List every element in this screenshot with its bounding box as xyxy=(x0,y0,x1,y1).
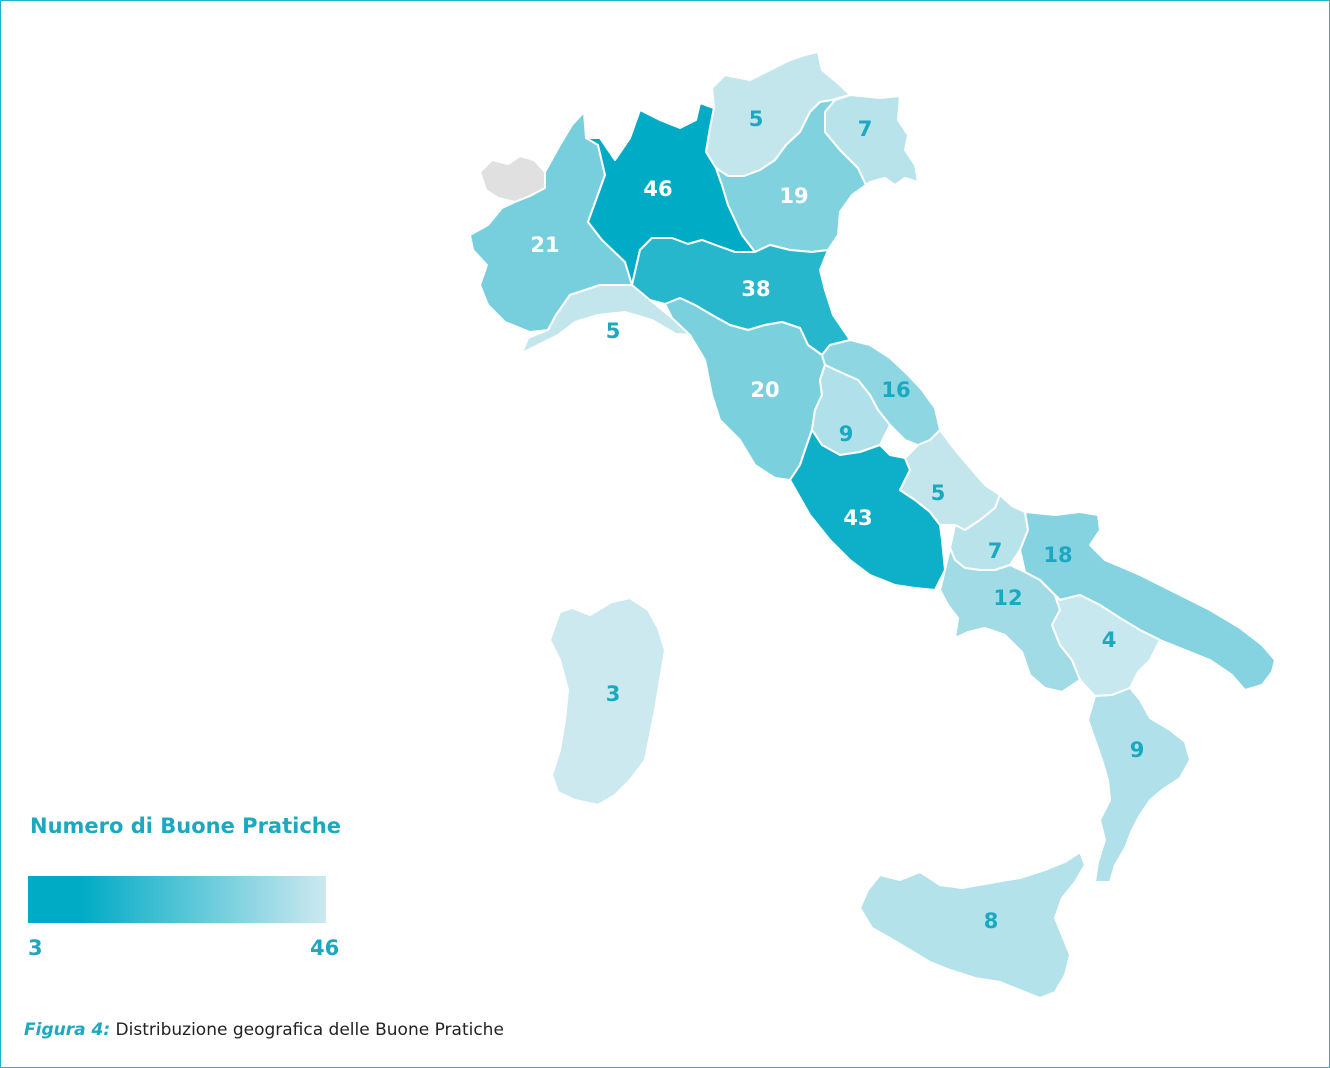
region-sicilia[interactable] xyxy=(859,851,1086,999)
region-label-puglia: 18 xyxy=(1043,543,1072,567)
region-label-friuli-venezia-giulia: 7 xyxy=(858,117,873,141)
legend-max-value: 46 xyxy=(310,936,340,960)
region-liguria[interactable] xyxy=(521,284,691,354)
legend-color-scale xyxy=(28,876,326,923)
region-label-liguria: 5 xyxy=(606,319,621,343)
region-label-emilia-romagna: 38 xyxy=(741,277,770,301)
region-label-sardegna: 3 xyxy=(606,682,621,706)
region-friuli-venezia-giulia[interactable] xyxy=(824,94,919,186)
legend-title: Numero di Buone Pratiche xyxy=(30,814,341,838)
region-calabria[interactable] xyxy=(1087,687,1191,883)
region-label-molise: 7 xyxy=(988,539,1003,563)
region-label-sicilia: 8 xyxy=(984,909,999,933)
region-label-umbria: 9 xyxy=(839,422,854,446)
region-sardegna[interactable] xyxy=(549,597,666,806)
figure-caption-label: Figura 4: xyxy=(24,1020,111,1040)
region-label-lombardia: 46 xyxy=(643,177,672,201)
region-label-marche: 16 xyxy=(881,378,910,402)
region-label-veneto: 19 xyxy=(779,184,808,208)
region-label-toscana: 20 xyxy=(750,378,779,402)
region-label-basilicata: 4 xyxy=(1102,628,1117,652)
region-label-campania: 12 xyxy=(993,586,1022,610)
figure-caption-text: Distribuzione geografica delle Buone Pra… xyxy=(110,1020,504,1040)
legend-min-value: 3 xyxy=(28,936,43,960)
region-label-calabria: 9 xyxy=(1130,738,1145,762)
figure-caption: Figura 4: Distribuzione geografica delle… xyxy=(24,1020,504,1040)
region-label-lazio: 43 xyxy=(843,506,872,530)
region-basilicata[interactable] xyxy=(1051,594,1161,697)
region-label-piemonte: 21 xyxy=(530,233,559,257)
region-label-abruzzo: 5 xyxy=(931,481,946,505)
region-label-trentino-alto-adige: 5 xyxy=(749,107,764,131)
